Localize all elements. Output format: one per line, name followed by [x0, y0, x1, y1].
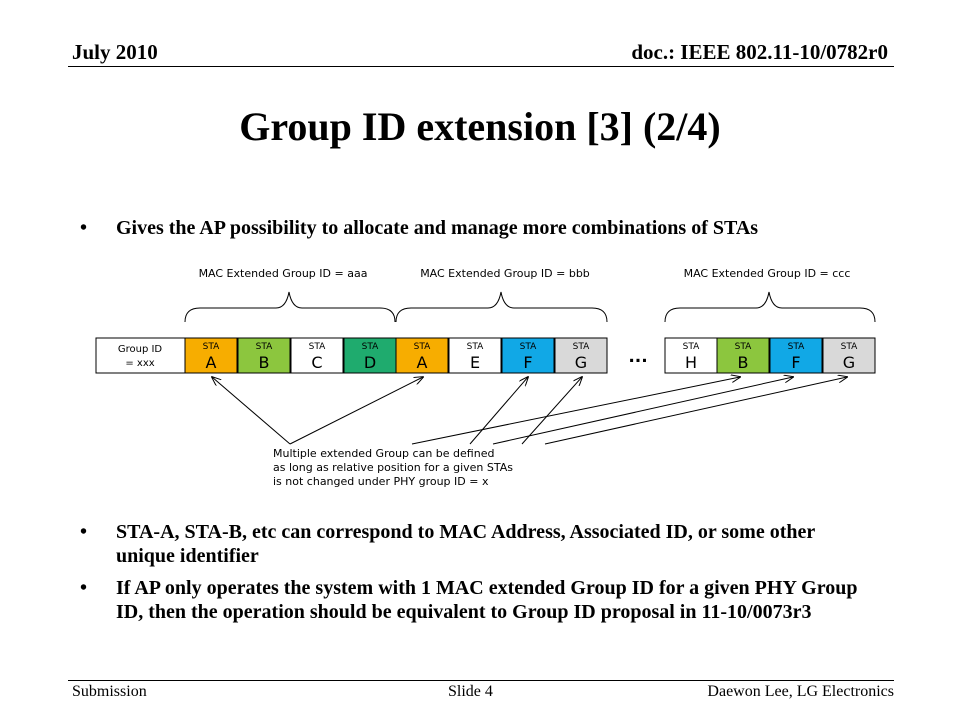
sta-cell-c	[290, 337, 344, 374]
sta-cell-g	[822, 337, 876, 374]
note-line-2: as long as relative position for a given…	[273, 461, 513, 474]
bullet-list-top: • Gives the AP possibility to allocate a…	[80, 216, 860, 246]
sta-cell-prefix: STA	[520, 342, 538, 352]
sta-cell-prefix: STA	[841, 342, 859, 352]
bullet-marker: •	[80, 521, 88, 543]
sta-cell-letter: C	[311, 353, 322, 372]
footer-author: Daewon Lee, LG Electronics	[707, 683, 894, 700]
sta-cells: STAASTABSTACSTADSTAASTAESTAFSTAGSTAHSTAB…	[184, 337, 876, 374]
sta-cell-prefix: STA	[788, 342, 806, 352]
arrow-to-a2	[289, 377, 423, 445]
group-id-label: Group ID	[118, 344, 163, 355]
bullet-text: Gives the AP possibility to allocate and…	[116, 217, 759, 239]
sta-cell-prefix: STA	[467, 342, 485, 352]
header-doc-id: doc.: IEEE 802.11-10/0782r0	[631, 40, 888, 64]
sta-cell-prefix: STA	[683, 342, 701, 352]
sta-cell-prefix: STA	[573, 342, 591, 352]
bullet-marker: •	[80, 577, 88, 599]
sta-cell-g	[554, 337, 608, 374]
sta-cell-letter: F	[791, 353, 800, 372]
group-label-bbb: MAC Extended Group ID = bbb	[420, 267, 590, 280]
brace-aaa	[184, 291, 396, 323]
sta-cell-f	[769, 337, 823, 374]
header-rule	[68, 66, 894, 67]
brace-bbb	[395, 291, 608, 323]
sta-cell-prefix: STA	[414, 342, 432, 352]
header-date: July 2010	[72, 40, 158, 64]
sta-cell-letter: E	[470, 353, 480, 372]
note-line-1: Multiple extended Group can be defined	[273, 447, 494, 460]
note-line-3: is not changed under PHY group ID = x	[273, 475, 489, 488]
sta-cell-letter: B	[259, 353, 270, 372]
bullet-list-bottom: • STA-A, STA-B, etc can correspond to MA…	[80, 520, 860, 630]
sta-cell-a	[395, 337, 449, 374]
sta-cell-prefix: STA	[203, 342, 221, 352]
sta-cell-b	[716, 337, 770, 374]
sta-cell-f	[501, 337, 555, 374]
sta-cell-letter: A	[206, 353, 217, 372]
footer-rule	[68, 680, 894, 681]
sta-cell-letter: F	[523, 353, 532, 372]
brace-ccc	[664, 291, 876, 323]
sta-cell-d	[343, 337, 397, 374]
bullet-text: STA-A, STA-B, etc can correspond to MAC …	[116, 521, 815, 567]
slide-title: Group ID extension [3] (2/4)	[239, 104, 721, 149]
sta-cell-b	[237, 337, 291, 374]
sta-cell-prefix: STA	[735, 342, 753, 352]
arrows	[212, 377, 847, 445]
sta-cell-a	[184, 337, 238, 374]
sta-cell-letter: A	[417, 353, 428, 372]
bullet-item: • STA-A, STA-B, etc can correspond to MA…	[80, 520, 860, 568]
sta-cell-prefix: STA	[309, 342, 327, 352]
arrow-to-g2	[544, 377, 847, 445]
footer-submission: Submission	[72, 683, 147, 700]
sta-cell-h	[664, 337, 718, 374]
bullet-item: • If AP only operates the system with 1 …	[80, 576, 860, 624]
sta-cell-prefix: STA	[362, 342, 380, 352]
ellipsis: ...	[628, 347, 647, 367]
arrow-to-f1	[469, 377, 528, 445]
group-id-value: = xxx	[125, 358, 154, 369]
group-label-ccc: MAC Extended Group ID = ccc	[684, 267, 851, 280]
arrow-to-a1	[212, 377, 291, 445]
sta-cell-letter: G	[843, 353, 855, 372]
sta-cell-letter: B	[738, 353, 749, 372]
sta-cell-prefix: STA	[256, 342, 274, 352]
sta-cell-letter: G	[575, 353, 587, 372]
sta-cell-e	[448, 337, 502, 374]
sta-cell-letter: D	[364, 353, 376, 372]
arrow-to-f2	[492, 377, 793, 445]
group-label-aaa: MAC Extended Group ID = aaa	[199, 267, 368, 280]
arrow-to-g1	[521, 377, 582, 445]
footer-slide-number: Slide 4	[448, 683, 493, 700]
bullet-text: If AP only operates the system with 1 MA…	[116, 577, 858, 623]
bullet-marker: •	[80, 217, 88, 239]
bullet-item: • Gives the AP possibility to allocate a…	[80, 216, 860, 240]
sta-cell-letter: H	[685, 353, 697, 372]
arrow-to-b2	[411, 377, 740, 445]
